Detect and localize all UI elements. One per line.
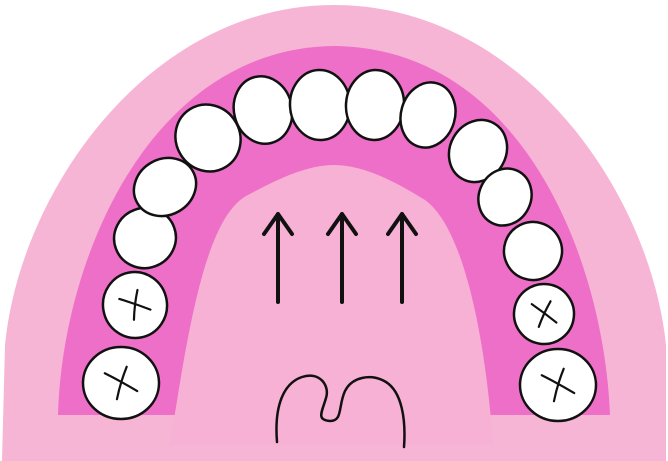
tooth-upper-left-second-molar bbox=[520, 349, 596, 421]
tooth-upper-right-second-molar bbox=[83, 347, 159, 419]
